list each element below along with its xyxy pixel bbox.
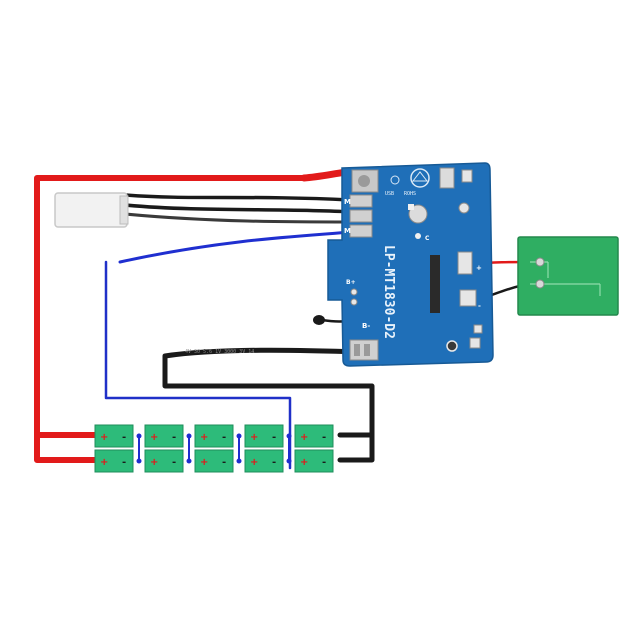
series-link-dot [186,458,192,464]
ic-chip [430,255,440,313]
red-positive-wire [34,175,307,463]
wire-pad-3 [349,224,373,238]
cable-marking: 4V 30 5.6 1V 3000 3V 14 [185,349,254,355]
logo-line-2: ROHS [404,191,416,197]
pad-label-b-plus: B+ [346,279,356,286]
cell-negative-sign: - [122,457,126,468]
connector-wire-b [123,203,354,214]
battery-cell: +- [294,424,334,448]
cell-positive-sign: + [250,457,258,468]
thermistor [313,315,325,325]
board-model-label: LP-MT1830-D2 [381,245,396,339]
connector-wire-c [123,212,354,224]
sensor-pad-minus [459,289,477,307]
series-link-dot [136,433,142,439]
blue-balance-wire [118,230,354,264]
series-link-dot [286,433,292,439]
cell-positive-sign: + [100,457,108,468]
series-link-dot [236,433,242,439]
cell-negative-sign: - [272,432,276,443]
cell-positive-sign: + [250,432,258,443]
cell-positive-sign: + [150,457,158,468]
battery-cell: +- [144,449,184,473]
cell-positive-sign: + [200,432,208,443]
connector-wire-a [123,193,352,202]
series-link-dot [236,458,242,464]
wire-pad-2 [349,209,373,223]
cell-negative-sign: - [122,432,126,443]
balance-connector [54,192,129,228]
battery-cell: +- [244,424,284,448]
series-link-dot [286,458,292,464]
cell-negative-sign: - [222,457,226,468]
pad-label-b-minus: B- [362,322,370,330]
cell-negative-sign: - [222,432,226,443]
series-link-dot [136,458,142,464]
certification-logos: USB ROHS [385,168,430,197]
cell-negative-sign: - [322,432,326,443]
sensor-pad-plus [457,251,473,275]
cell-positive-sign: + [300,457,308,468]
pad-label-c: C [425,235,430,242]
wire-pad-1 [349,194,373,208]
bms-pcb-board: USB ROHS M M C LP-MT1830-D2 + - B+ B- [327,162,494,367]
tab-pad [439,167,455,189]
cell-negative-sign: - [272,457,276,468]
battery-cell: +- [94,424,134,448]
battery-cell: +- [194,424,234,448]
cell-positive-sign: + [150,432,158,443]
logo-line-1: USB [385,191,394,197]
pad-label-m1: M [344,198,351,206]
cell-positive-sign: + [100,432,108,443]
battery-cell: +- [194,449,234,473]
cell-negative-sign: - [172,457,176,468]
battery-cell-strip: +-+-+-+-+-+-+-+-+-+- [94,424,334,473]
sensor-pad [517,236,619,316]
battery-cell: +- [94,449,134,473]
series-link-dot [186,433,192,439]
cell-negative-sign: - [172,432,176,443]
pad-label-m2: M [344,227,351,235]
black-negative-cable [162,347,375,463]
blue-balance-wire-down [104,260,292,470]
cell-positive-sign: + [200,457,208,468]
battery-cell: +- [244,449,284,473]
cell-negative-sign: - [322,457,326,468]
pad-label-minus: - [478,302,481,310]
battery-cell: +- [294,449,334,473]
cell-positive-sign: + [300,432,308,443]
battery-cell: +- [144,424,184,448]
pad-label-plus: + [476,264,482,272]
